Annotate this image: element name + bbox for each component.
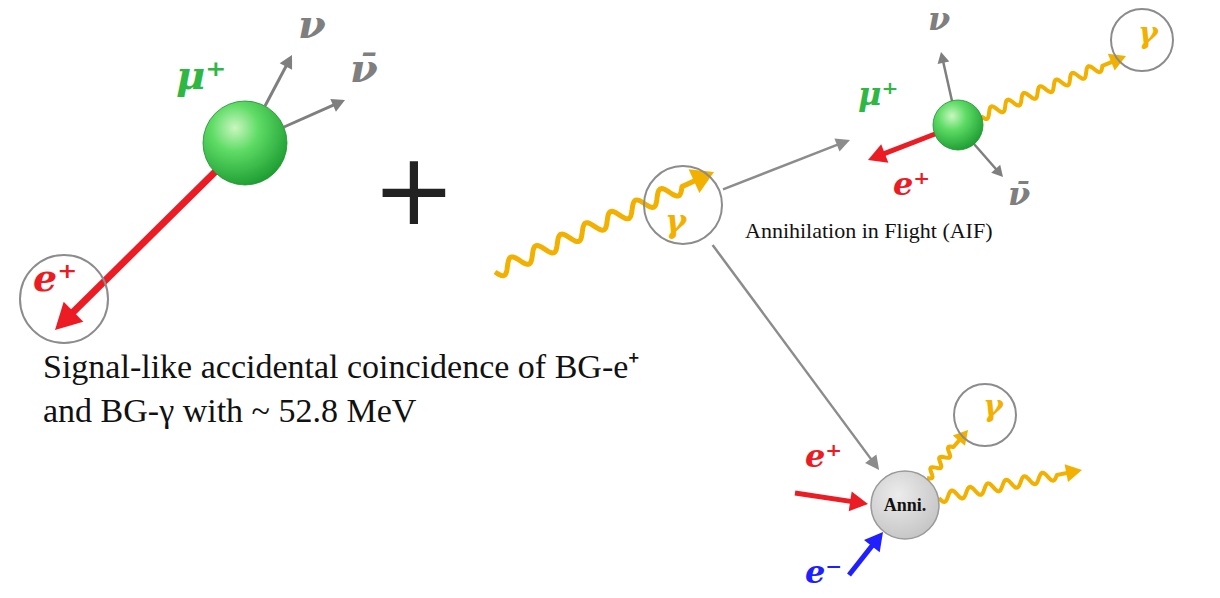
arrow-head (865, 455, 879, 470)
antineutrino-symbol: ν̄ (1008, 178, 1030, 210)
ring (644, 166, 722, 244)
process-caption: Annihilation in Flight (AIF) (745, 220, 993, 242)
muon-sphere: μ⁺ (170, 55, 292, 190)
antineutrino-symbol: ν̄ (350, 48, 378, 88)
particle-symbol: μ⁺ (176, 55, 226, 95)
process-label: Anni. (884, 496, 927, 514)
connector-group (713, 245, 880, 470)
arrow-head (1108, 54, 1126, 71)
sphere (933, 100, 983, 150)
particle-symbol: γ (983, 391, 1003, 421)
positron-track (880, 134, 935, 155)
photon-wave (981, 60, 1116, 119)
positron-track (795, 493, 856, 502)
particle-symbol: e⁺ (805, 440, 842, 472)
arrow-head (849, 491, 868, 511)
particle-symbol: γ (1138, 18, 1158, 48)
photon-wave (927, 437, 962, 478)
disk (871, 471, 939, 539)
photon-wave (495, 178, 700, 275)
arrow-head (689, 169, 714, 193)
arrow-head (330, 99, 345, 112)
connector-arrow (713, 245, 874, 462)
gamma-ring: γ (1110, 8, 1174, 72)
neutrino-symbol: ν (928, 3, 950, 35)
neutrino-track (265, 63, 288, 106)
particle-symbol: μ⁺ (858, 78, 898, 110)
annihilation-disk: Anni. (870, 470, 940, 540)
positron-track (68, 172, 215, 317)
arrow-head (1065, 464, 1082, 482)
arrow-head (55, 302, 83, 330)
ring (20, 255, 108, 343)
arrow-head (868, 144, 888, 163)
ring (1111, 9, 1173, 71)
arrow-head (834, 139, 850, 152)
plus-sign: + (372, 140, 456, 240)
positron-ring: e⁺ (19, 254, 109, 344)
caption-note: Signal-like accidental coincidence of BG… (43, 345, 683, 433)
particle-symbol: e⁺ (893, 168, 930, 200)
photon-wave (939, 472, 1071, 502)
arrow-head (938, 52, 950, 64)
connector-group (723, 139, 850, 190)
electron-track (849, 542, 875, 575)
arrow-head (864, 532, 883, 552)
neutrino-symbol: ν (298, 4, 326, 44)
gamma-ring: γ (643, 165, 723, 245)
sphere (203, 101, 287, 185)
particle-symbol: γ (665, 205, 686, 237)
arrow-head (991, 165, 1003, 177)
particle-symbol: e⁻ (805, 556, 842, 588)
antineutrino-track (284, 104, 337, 127)
muon-sphere: μ⁺ (850, 72, 988, 154)
neutrino-track (943, 60, 952, 101)
particle-symbol: e⁺ (33, 259, 77, 297)
arrow-head (280, 55, 292, 70)
ring (954, 384, 1016, 446)
connector-arrow (723, 143, 841, 189)
gamma-ring: γ (953, 383, 1017, 447)
antineutrino-track (974, 144, 998, 171)
